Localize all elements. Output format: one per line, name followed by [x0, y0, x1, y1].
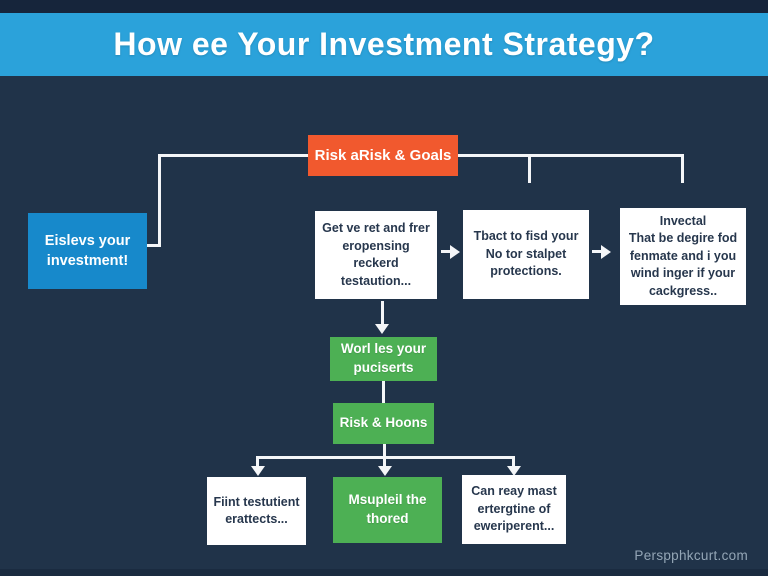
- watermark: Perspphkcurt.com: [634, 548, 748, 563]
- node-risk-goals: Risk aRisk & Goals: [308, 135, 458, 176]
- connector-mid1-mid2: [382, 381, 385, 403]
- top-border-strip: [0, 0, 768, 13]
- node-leaf-2: Msupleil the thored: [333, 477, 442, 543]
- node-mid-2-label: Risk & Hoons: [339, 415, 428, 431]
- arrow-step1-step2-icon: [450, 244, 460, 259]
- node-risk-goals-label: Risk aRisk & Goals: [314, 147, 452, 164]
- page-title: How ee Your Investment Strategy?: [113, 26, 655, 62]
- arrow-leaf3-icon: [506, 466, 521, 476]
- arrow-leaf3-shaft: [512, 456, 515, 467]
- node-mid-1-label: Worl les your puciserts: [340, 341, 427, 375]
- node-mid-1: Worl les your puciserts: [330, 337, 437, 381]
- connector-left-horizontal: [158, 154, 308, 157]
- node-step-2: Tbact to fisd your No tor stalpet protec…: [463, 210, 589, 299]
- node-step-2-label: Tbact to fisd your No tor stalpet protec…: [473, 229, 579, 279]
- node-leaf-1-label: Fiint testutient erattects...: [213, 494, 300, 527]
- arrow-step1-step2-shaft: [441, 250, 452, 253]
- node-leaf-1: Fiint testutient erattects...: [207, 477, 306, 545]
- arrow-leaf1-icon: [250, 466, 265, 476]
- arrow-step1-mid1-icon: [375, 324, 389, 334]
- node-leaf-3-label: Can reay mast ertergtine of eweriperent.…: [471, 484, 557, 534]
- node-leaf-3: Can reay mast ertergtine of eweriperent.…: [462, 475, 566, 544]
- arrow-leaf2-icon: [377, 466, 392, 476]
- header-banner: How ee Your Investment Strategy?: [0, 13, 768, 76]
- connector-right-stub-1: [528, 154, 531, 183]
- connector-left-vertical: [158, 154, 161, 247]
- connector-mid2-branch: [383, 444, 386, 458]
- bottom-border-strip: [0, 569, 768, 576]
- node-mid-2: Risk & Hoons: [333, 403, 434, 444]
- connector-right-horizontal: [458, 154, 684, 157]
- node-step-1-label: Get ve ret and frer eropensing reckerd t…: [322, 221, 430, 288]
- node-investment: Eislevs your investment!: [28, 213, 147, 289]
- arrow-leaf2-shaft: [383, 456, 386, 467]
- node-step-3: Invectal That be degire fod fenmate and …: [620, 208, 746, 305]
- node-investment-label: Eislevs your investment!: [44, 232, 131, 269]
- connector-right-stub-2: [681, 154, 684, 183]
- arrow-step1-mid1-shaft: [381, 301, 384, 325]
- arrow-step2-step3-shaft: [592, 250, 603, 253]
- node-step-3-label: Invectal That be degire fod fenmate and …: [628, 213, 738, 298]
- arrow-leaf1-shaft: [256, 456, 259, 467]
- connector-left-foot: [147, 244, 161, 247]
- arrow-step2-step3-icon: [601, 244, 611, 259]
- node-step-1: Get ve ret and frer eropensing reckerd t…: [315, 211, 437, 299]
- node-leaf-2-label: Msupleil the thored: [348, 492, 427, 526]
